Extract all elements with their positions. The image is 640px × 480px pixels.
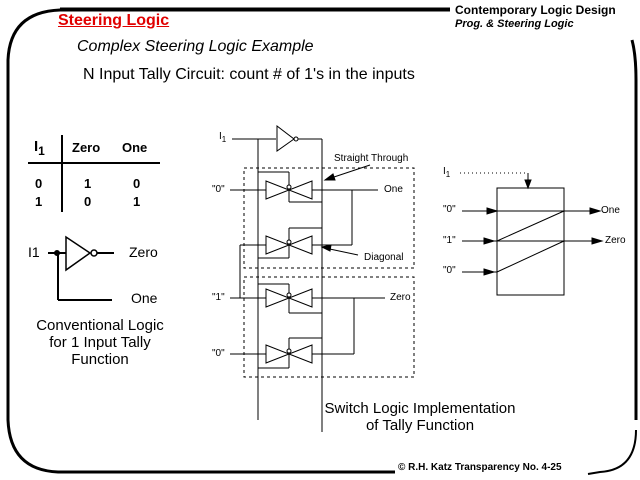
block-input-1: "1" xyxy=(443,235,456,246)
input-label: I xyxy=(219,131,222,142)
truth-table-col-one: One xyxy=(122,140,148,155)
caption-line: for 1 Input Tally xyxy=(49,334,151,351)
input-label: I xyxy=(443,166,446,177)
switch-circuit xyxy=(230,124,415,432)
input-subscript: 1 xyxy=(445,170,451,179)
truth-table-col-zero: Zero xyxy=(72,140,101,155)
truth-table-grid xyxy=(28,135,160,212)
caption-line: Switch Logic Implementation xyxy=(324,400,516,417)
footer-credit: © R.H. Katz Transparency No. 4-25 xyxy=(398,462,562,473)
input-subscript: 1 xyxy=(38,144,45,158)
annotation-straight-through: Straight Through xyxy=(334,153,409,164)
section-title: Steering Logic xyxy=(58,12,170,29)
block-out-zero: Zero xyxy=(605,235,626,246)
block-input-0: "0" xyxy=(443,204,456,215)
switch-input-0: "0" xyxy=(212,184,225,195)
conventional-zero-label: Zero xyxy=(129,244,158,260)
slide-subtitle: Complex Steering Logic Example xyxy=(77,38,314,55)
switch-input-2: "0" xyxy=(212,348,225,359)
input-label: I xyxy=(34,138,39,155)
truth-table-cell: 0 xyxy=(84,194,92,209)
block-diagram xyxy=(460,172,604,296)
switch-input-1: "1" xyxy=(212,292,225,303)
caption-line: Conventional Logic xyxy=(36,317,164,334)
caption-line: of Tally Function xyxy=(365,417,475,434)
course-title: Contemporary Logic Design xyxy=(455,3,616,17)
slide-heading: N Input Tally Circuit: count # of 1's in… xyxy=(83,66,415,83)
conventional-inverter xyxy=(48,235,114,301)
switch-out-zero: Zero xyxy=(390,292,411,303)
slide-frame xyxy=(6,7,638,475)
truth-table-cell: 1 xyxy=(133,194,141,209)
switch-out-one: One xyxy=(384,184,403,195)
caption-line: Function xyxy=(71,351,129,368)
conventional-one-label: One xyxy=(131,290,158,306)
truth-table-cell: 0 xyxy=(133,176,141,191)
block-input-2: "0" xyxy=(443,265,456,276)
truth-table-cell: 1 xyxy=(35,194,43,209)
conventional-input-label: I1 xyxy=(28,244,40,260)
switch-caption: Switch Logic Implementation of Tally Fun… xyxy=(300,400,540,434)
truth-table-cell: 0 xyxy=(35,176,43,191)
course-subtitle: Prog. & Steering Logic xyxy=(455,18,574,30)
truth-table-input-header: I1 xyxy=(34,138,45,158)
annotation-diagonal: Diagonal xyxy=(364,252,404,263)
truth-table-cell: 1 xyxy=(84,176,92,191)
input-subscript: 1 xyxy=(221,135,227,144)
block-out-one: One xyxy=(601,205,620,216)
switch-input-label: I1 xyxy=(219,131,226,144)
conventional-caption: Conventional Logic for 1 Input Tally Fun… xyxy=(10,317,190,368)
block-input-label: I1 xyxy=(443,166,450,179)
